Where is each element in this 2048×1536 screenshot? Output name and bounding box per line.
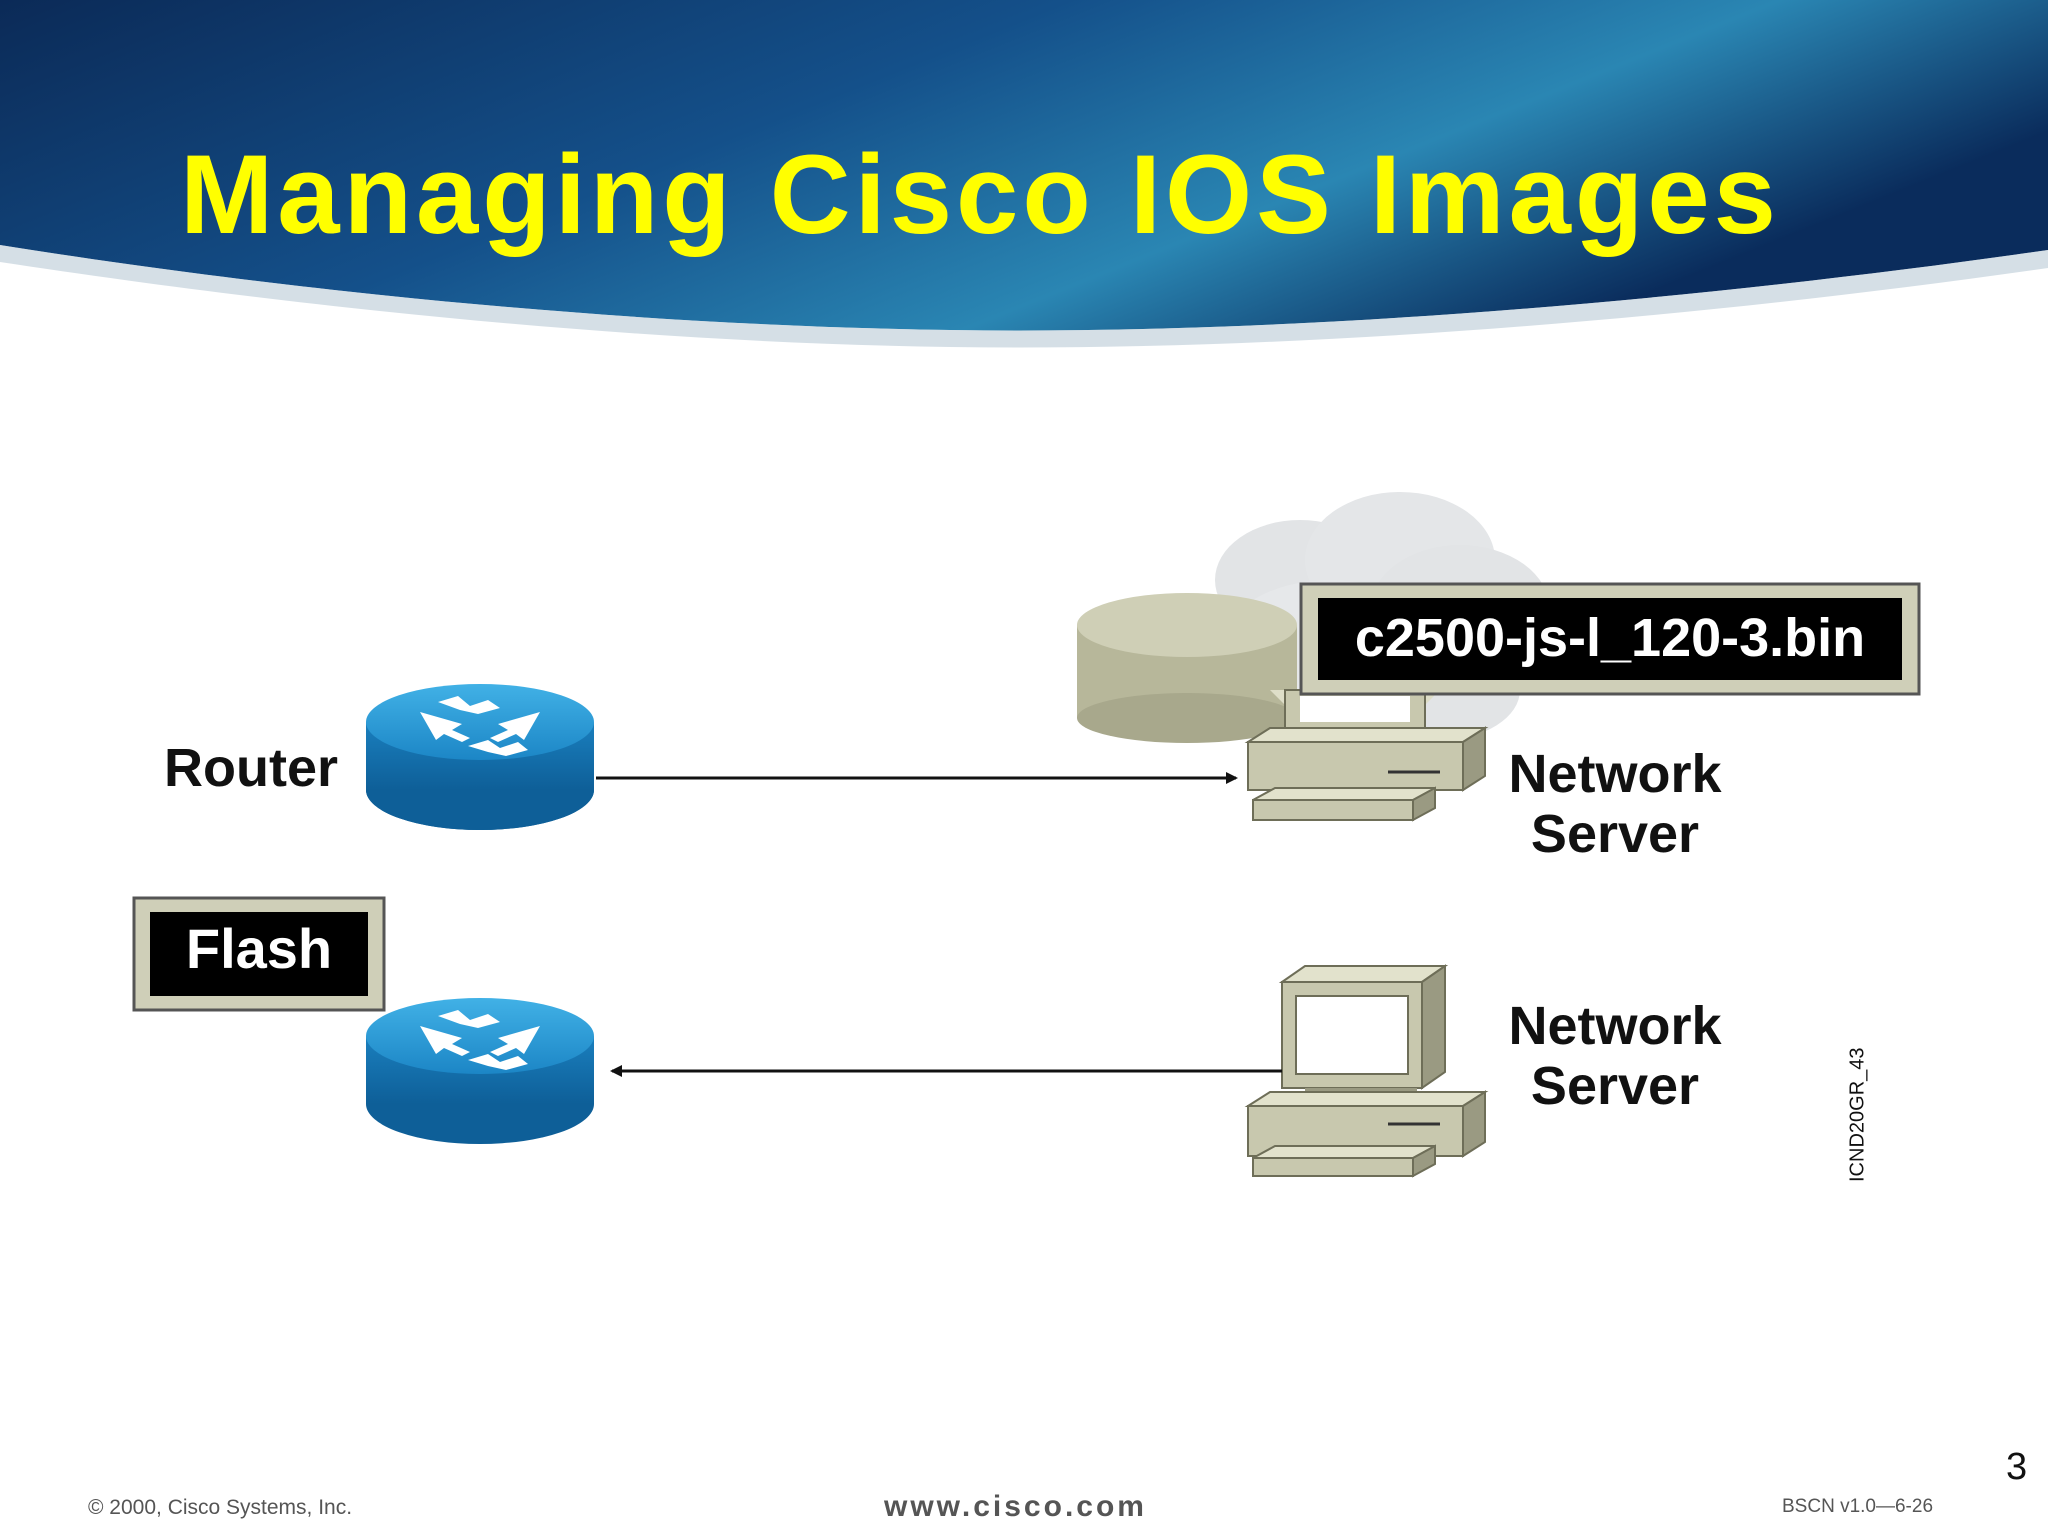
page-number: 3 <box>2006 1446 2027 1489</box>
router-label: Router <box>164 738 338 798</box>
footer-copyright: © 2000, Cisco Systems, Inc. <box>88 1496 352 1520</box>
flash-label: Flash <box>186 917 332 980</box>
database-icon <box>1077 593 1297 743</box>
ios-image-file-box: c2500-js-l_120-3.bin <box>1301 584 1919 694</box>
server-bottom-label-line2: Server <box>1531 1056 1699 1116</box>
flash-box: Flash <box>134 898 384 1010</box>
figure-code: ICND20GR_43 <box>1847 1062 1870 1182</box>
ios-image-file-label: c2500-js-l_120-3.bin <box>1355 608 1865 668</box>
footer-website: www.cisco.com <box>884 1490 1147 1524</box>
server-bottom-label-line1: Network <box>1508 996 1722 1056</box>
router-top-icon <box>366 684 594 830</box>
router-bottom-icon <box>366 998 594 1144</box>
network-server-bottom-icon <box>1248 966 1485 1176</box>
server-top-label-line2: Server <box>1531 804 1699 864</box>
footer-course-code: BSCN v1.0—6-26 <box>1782 1496 1933 1518</box>
server-top-label-line1: Network <box>1508 744 1722 804</box>
